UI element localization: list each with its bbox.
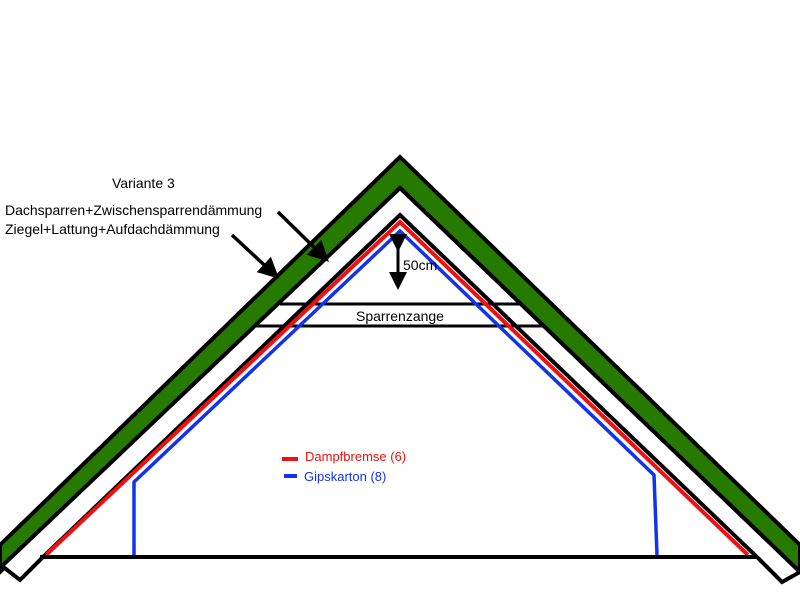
roof-tile-layer [0, 154, 800, 575]
rafters-label: Dachsparren+Zwischensparrendämmung [5, 202, 262, 218]
drywall-line [132, 228, 659, 556]
tiles-label: Ziegel+Lattung+Aufdachdämmung [5, 221, 220, 237]
rafter-layer [0, 185, 800, 585]
diagram-title: Variante 3 [112, 175, 175, 191]
legend-label-vapour-barrier: Dampfbremse (6) [305, 449, 406, 464]
collar-beam-label: Sparrenzange [356, 308, 444, 324]
tiles-arrow [230, 233, 280, 279]
rafters-arrow [276, 210, 330, 262]
distance-label: 50cm [403, 257, 437, 273]
vapour-barrier-line [44, 219, 750, 557]
legend-label-drywall: Gipskarton (8) [304, 469, 386, 484]
